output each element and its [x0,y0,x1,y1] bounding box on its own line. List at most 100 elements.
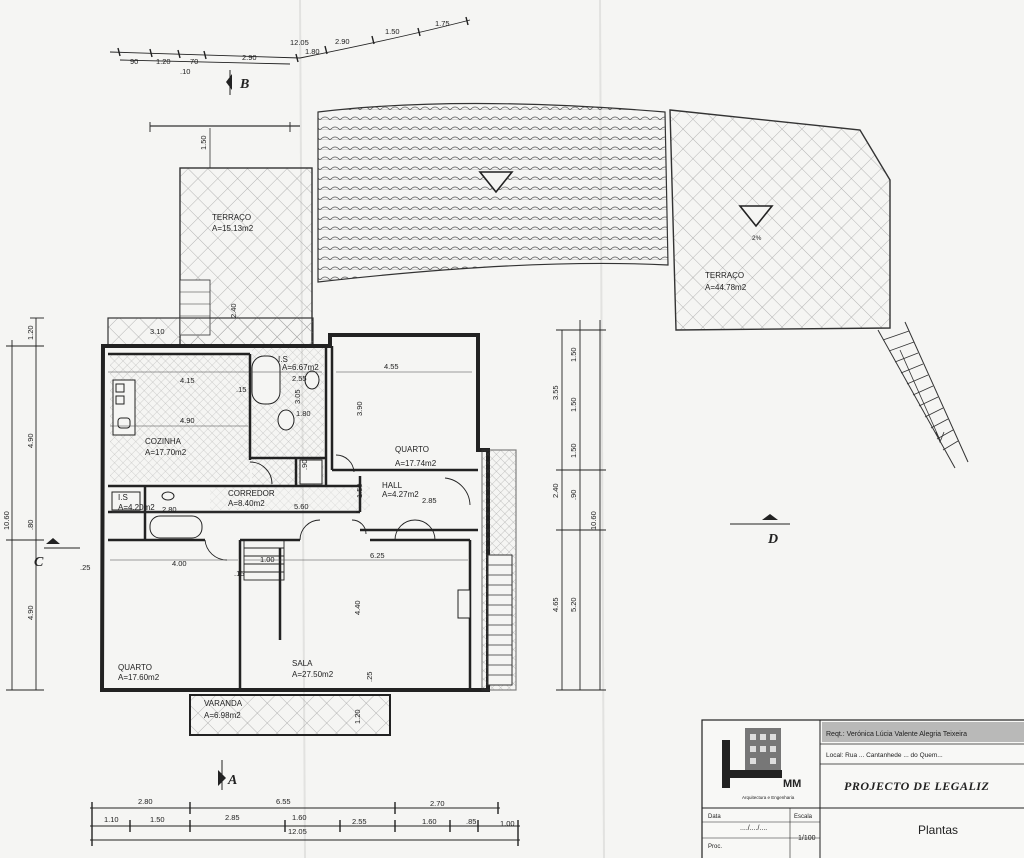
dim-bottom-8: 1.60 [422,817,437,826]
data-value: ..../..../.... [740,825,767,832]
terrace-small-name: TERRAÇO [212,213,251,222]
terrace-large-area: A=44.78m2 [705,283,747,292]
terrace-slope-arrow [738,205,774,228]
dim-bottom-2: 2.70 [430,799,445,808]
top-dimensions [109,16,471,65]
section-a-marker: A [218,760,237,790]
dim-bottom-5: 2.85 [225,813,240,822]
title-block: MM Arquitectura e Engenharia Reqt.: Veró… [701,719,1024,858]
project-title: PROJECTO DE LEGALIZ [844,779,989,793]
section-c-label: C [34,555,44,570]
dim-right-4: 2.40 [551,483,560,498]
dim-bottom-3: 1.10 [104,815,119,824]
side-stair [481,449,517,691]
dim-bottom-0: 2.80 [138,797,153,806]
dim-int-6: 3.90 [355,401,364,416]
dim-bottom-1: 6.55 [276,797,291,806]
dim-int-21: 1.20 [353,709,362,724]
section-a-label: A [227,773,237,788]
exterior-stair [877,321,969,469]
terrace-large [669,109,891,331]
dim-right-8: 5.20 [569,597,578,612]
terrace-small [149,122,313,347]
building-walls [99,333,490,692]
dim-int-12: 1.50 [355,483,364,498]
dim-right-0: 3.55 [551,385,560,400]
dim-bottom-4: 1.50 [150,815,165,824]
sala-area: A=27.50m2 [292,670,334,679]
varanda-area: A=6.98m2 [204,711,241,720]
dim-int-14: 5.60 [294,502,309,511]
quarto2-name: QUARTO [118,663,152,672]
dim-top-3: 2.90 [242,53,257,62]
bottom-dimensions [90,802,520,846]
dim-int-17: 1.00 [260,555,275,564]
data-label: Data [708,814,721,820]
logo-subtitle: Arquitectura e Engenharia [742,795,795,800]
dim-int-0: 1.50 [199,135,208,150]
dim-left-0: 1.20 [26,325,35,340]
dim-int-7: 4.55 [384,362,399,371]
section-d-marker: D [730,514,790,547]
dim-int-19: 4.40 [353,600,362,615]
dim-int-1: 2.40 [229,303,238,318]
dim-int-2: 3.10 [150,327,165,336]
dim-int-5: 4.90 [180,416,195,425]
dim-int-13: 2.85 [422,496,437,505]
terrace-strip [107,317,314,347]
dim-left-1: 4.90 [26,433,35,448]
dim-top-5: 1.80 [305,47,320,56]
dim-top-9: .10 [180,67,190,76]
corridor-name: CORREDOR [228,489,275,498]
hall-area: A=4.27m2 [382,490,419,499]
dim-int-4: .15 [236,385,246,394]
dim-int-9: 3.05 [293,389,302,404]
section-c-marker: C [34,538,80,570]
company-logo [722,728,782,788]
local-text: Local: Rua ... Cantanhede ... do Quem... [826,752,943,759]
dim-bottom-7: 2.55 [352,817,367,826]
fixtures [111,355,471,619]
dim-left-4: 4.90 [26,605,35,620]
dim-bottom-10: 1.00 [500,819,515,828]
wc-name: I.S [118,493,128,502]
varanda-name: VARANDA [204,699,243,708]
dim-right-5: .90 [569,490,578,500]
dim-left-2: 10.60 [2,511,11,530]
blurred-client-area [822,722,1024,742]
dim-top-6: 2.90 [335,37,350,46]
dim-right-2: 1.50 [569,397,578,412]
dim-int-18: 6.25 [370,551,385,560]
dim-left-3: .80 [26,520,35,530]
quarto1-area: A=17.74m2 [395,459,437,468]
dim-top-2: 70 [190,57,198,66]
dim-int-8: 2.55 [292,374,307,383]
kitchen-area: A=17.70m2 [145,448,187,457]
terrace-large-name: TERRAÇO [705,271,744,280]
dim-bottom-total: 12.05 [288,827,307,836]
corridor-area: A=8.40m2 [228,499,265,508]
dim-top-8: 1.75 [435,19,450,28]
dim-right-3: 1.50 [569,443,578,458]
dim-left-5: .25 [80,563,90,572]
dim-top-1: 1.20 [156,57,171,66]
is-name: I.S [278,355,288,364]
logo-text: MM [783,778,801,790]
dim-int-10: 1.80 [296,409,311,418]
section-b-label: B [239,77,249,92]
proc-label: Proc. [708,844,722,850]
kitchen-name: COZINHA [145,437,182,446]
requerente-text: Reqt.: Verónica Lúcia Valente Alegria Te… [826,731,967,738]
quarto1-name: QUARTO [395,445,429,454]
wc-area: A=4.20m2 [118,503,155,512]
balcony [189,694,391,736]
dim-top-0: 90 [130,57,138,66]
dim-int-20: .15 [234,569,244,578]
dim-bottom-9: .85 [466,817,476,826]
roof-tiles [317,102,669,283]
right-dimensions [556,320,606,691]
escala-label: Escala [794,814,813,820]
dim-right-1: 1.50 [569,347,578,362]
dim-int-22: .25 [365,672,374,682]
